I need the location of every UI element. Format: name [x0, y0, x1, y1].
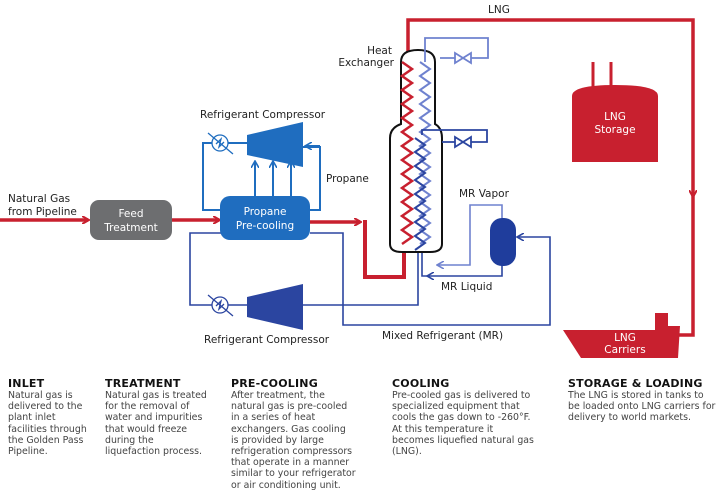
- valve-bottom[interactable]: [421, 129, 488, 149]
- lng-storage-tank: [572, 85, 658, 162]
- valve-top[interactable]: [424, 37, 489, 65]
- mixed-refrigerant-loop: [189, 204, 551, 326]
- feed-treatment-box: [90, 200, 172, 240]
- lng-label: LNG: [488, 4, 510, 16]
- cooler-icon-top: [207, 132, 234, 155]
- natural-gas-line: [0, 18, 693, 337]
- mr-vapor-label: MR Vapor: [459, 188, 510, 200]
- mr-liquid-label: MR Liquid: [441, 281, 492, 293]
- mixed-refrigerant-label: Mixed Refrigerant (MR): [382, 330, 503, 342]
- heat-exchanger-coils: [399, 60, 432, 251]
- compressor-top-label: Refrigerant Compressor: [200, 109, 326, 121]
- propane-label: Propane: [326, 173, 369, 185]
- refrigerant-compressor-top: [247, 122, 303, 167]
- mr-separator: [490, 218, 516, 266]
- propane-precooling-box: [220, 196, 310, 240]
- lng-carrier-ship: [563, 313, 680, 358]
- cooler-icon-bottom: [207, 294, 234, 317]
- refrigerant-compressor-bottom: [247, 284, 303, 330]
- compressor-bottom-label: Refrigerant Compressor: [204, 334, 330, 346]
